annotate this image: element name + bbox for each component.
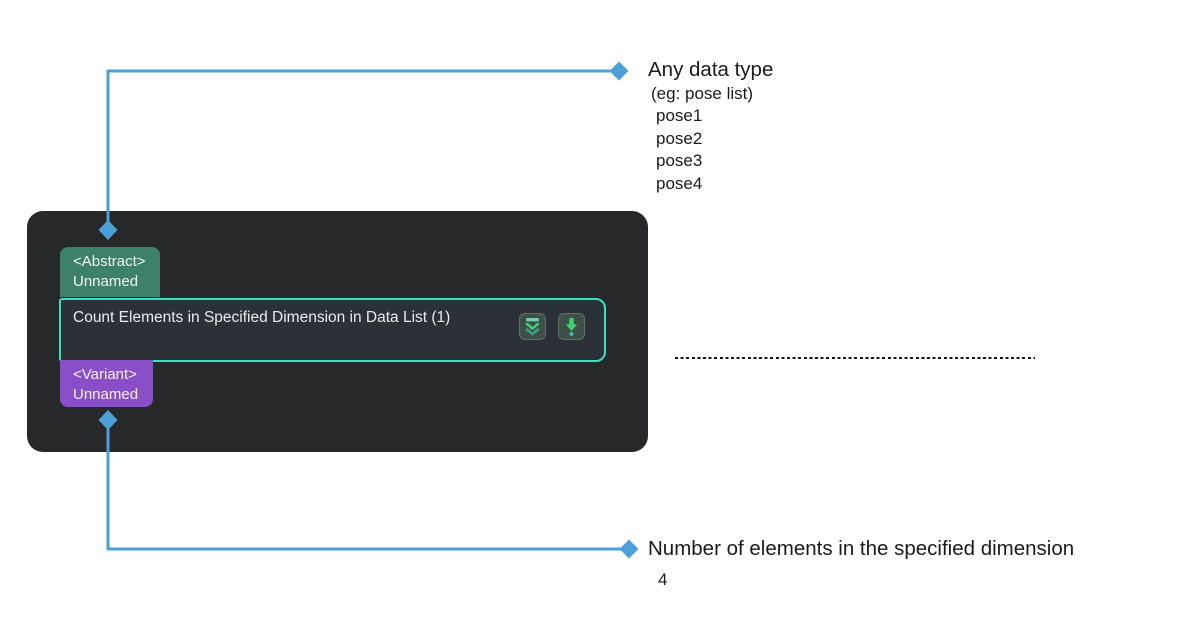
double-chevron-down-icon — [523, 316, 542, 337]
input-port-name: Unnamed — [73, 272, 139, 290]
output-port-badge[interactable]: <Variant> Unnamed — [60, 360, 153, 407]
output-annotation-value: 4 — [658, 570, 668, 589]
pose-list-item: pose3 — [656, 151, 703, 171]
output-annotation-title: Number of elements in the specified dime… — [648, 537, 1075, 560]
pose-list-item: pose4 — [656, 173, 703, 193]
input-wire — [106, 69, 611, 230]
dotted-divider — [675, 357, 1035, 359]
node-count-elements[interactable]: <Abstract> Unnamed Count Elements in Spe… — [27, 211, 648, 452]
arrow-down-dot-icon — [562, 316, 581, 337]
input-annotation-subtitle: (eg: pose list) — [651, 84, 754, 103]
output-port-name: Unnamed — [73, 385, 139, 403]
input-annotation: Any data type (eg: pose list) pose1 pose… — [648, 56, 773, 195]
node-title: Count Elements in Specified Dimension in… — [73, 309, 451, 326]
input-port-type: <Abstract> — [73, 253, 146, 270]
output-label-diamond-icon — [619, 539, 639, 559]
input-annotation-title: Any data type — [648, 58, 774, 81]
input-label-diamond-icon — [609, 61, 629, 81]
collapse-button[interactable] — [519, 313, 546, 340]
pose-list-item: pose2 — [656, 128, 703, 148]
insert-step-button[interactable] — [558, 313, 585, 340]
output-port-type: <Variant> — [73, 366, 137, 383]
output-annotation: Number of elements in the specified dime… — [648, 535, 1074, 591]
input-port-badge[interactable]: <Abstract> Unnamed — [60, 247, 160, 297]
node-title-bar[interactable]: Count Elements in Specified Dimension in… — [59, 298, 606, 362]
pose-list-item: pose1 — [656, 106, 703, 125]
